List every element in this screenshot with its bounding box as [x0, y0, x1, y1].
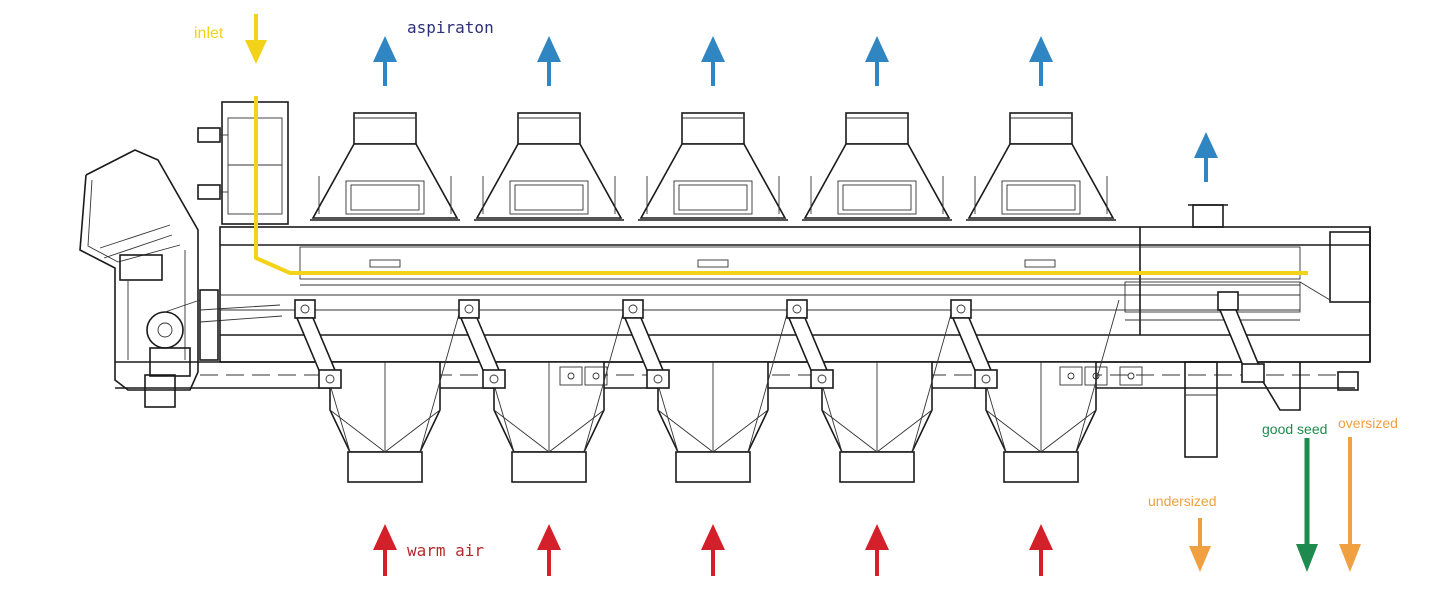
- arrow-down-icon: [1189, 518, 1211, 572]
- flow-indicators: [245, 14, 1308, 275]
- inlet-hopper: [197, 101, 289, 225]
- machine-drawing: [79, 101, 1371, 458]
- good-seed-label: good seed: [1262, 421, 1327, 437]
- aspiration-arrows: [373, 36, 1053, 86]
- bolt-plate: [1084, 366, 1108, 386]
- aspiration-hood: [638, 112, 788, 221]
- bolt-plate: [1119, 366, 1143, 386]
- drive-link: [786, 299, 834, 389]
- aspiration-label: aspiraton: [407, 18, 494, 37]
- bottom-hopper: [960, 299, 1120, 483]
- bottom-hopper: [632, 299, 792, 483]
- warm-air-label: warm air: [407, 541, 484, 560]
- drive-link: [622, 299, 670, 389]
- aspiration-hood: [966, 112, 1116, 221]
- drive-link: [458, 299, 506, 389]
- drive-link: [950, 299, 998, 389]
- arrow-up-icon: [373, 524, 397, 576]
- undersized-label: undersized: [1148, 493, 1217, 509]
- bottom-hopper: [468, 299, 628, 483]
- arrow-up-icon: [1029, 36, 1053, 86]
- arrow-up-icon: [373, 36, 397, 86]
- aspiration-hood: [474, 112, 624, 221]
- arrow-down-icon: [1296, 438, 1318, 572]
- aspiration-hood: [802, 112, 952, 221]
- bottom-hopper: [796, 299, 956, 483]
- arrow-up-icon: [537, 524, 561, 576]
- oversized-outlet-arrow: [1339, 437, 1361, 572]
- warm-air-arrows: [373, 524, 1053, 576]
- feed-elevator: [79, 149, 283, 408]
- arrow-up-icon: [701, 524, 725, 576]
- arrow-up-icon: [865, 524, 889, 576]
- bolt-plate: [1059, 366, 1083, 386]
- upper-conveyor-rail: [299, 246, 1301, 286]
- arrow-down-icon: [245, 14, 267, 64]
- aspiration-hood: [310, 112, 460, 221]
- arrow-up-icon: [537, 36, 561, 86]
- drive-link: [1217, 291, 1265, 383]
- repeat-units: [294, 112, 1265, 483]
- arrow-up-icon: [1029, 524, 1053, 576]
- undersized-outlet-arrow: [1189, 518, 1211, 572]
- arrow-up-icon: [701, 36, 725, 86]
- bottom-hopper: [304, 299, 464, 483]
- inlet-flow-line: [254, 96, 1308, 275]
- drive-link: [294, 299, 342, 389]
- inlet-label: inlet: [194, 25, 224, 42]
- bolt-plate: [584, 366, 608, 386]
- oversized-label: oversized: [1338, 415, 1398, 431]
- arrow-up-icon: [865, 36, 889, 86]
- arrow-down-icon: [1339, 437, 1361, 572]
- bolt-plate: [559, 366, 583, 386]
- arrow-up-icon: [1194, 132, 1218, 182]
- good-seed-outlet-arrow: [1296, 438, 1318, 572]
